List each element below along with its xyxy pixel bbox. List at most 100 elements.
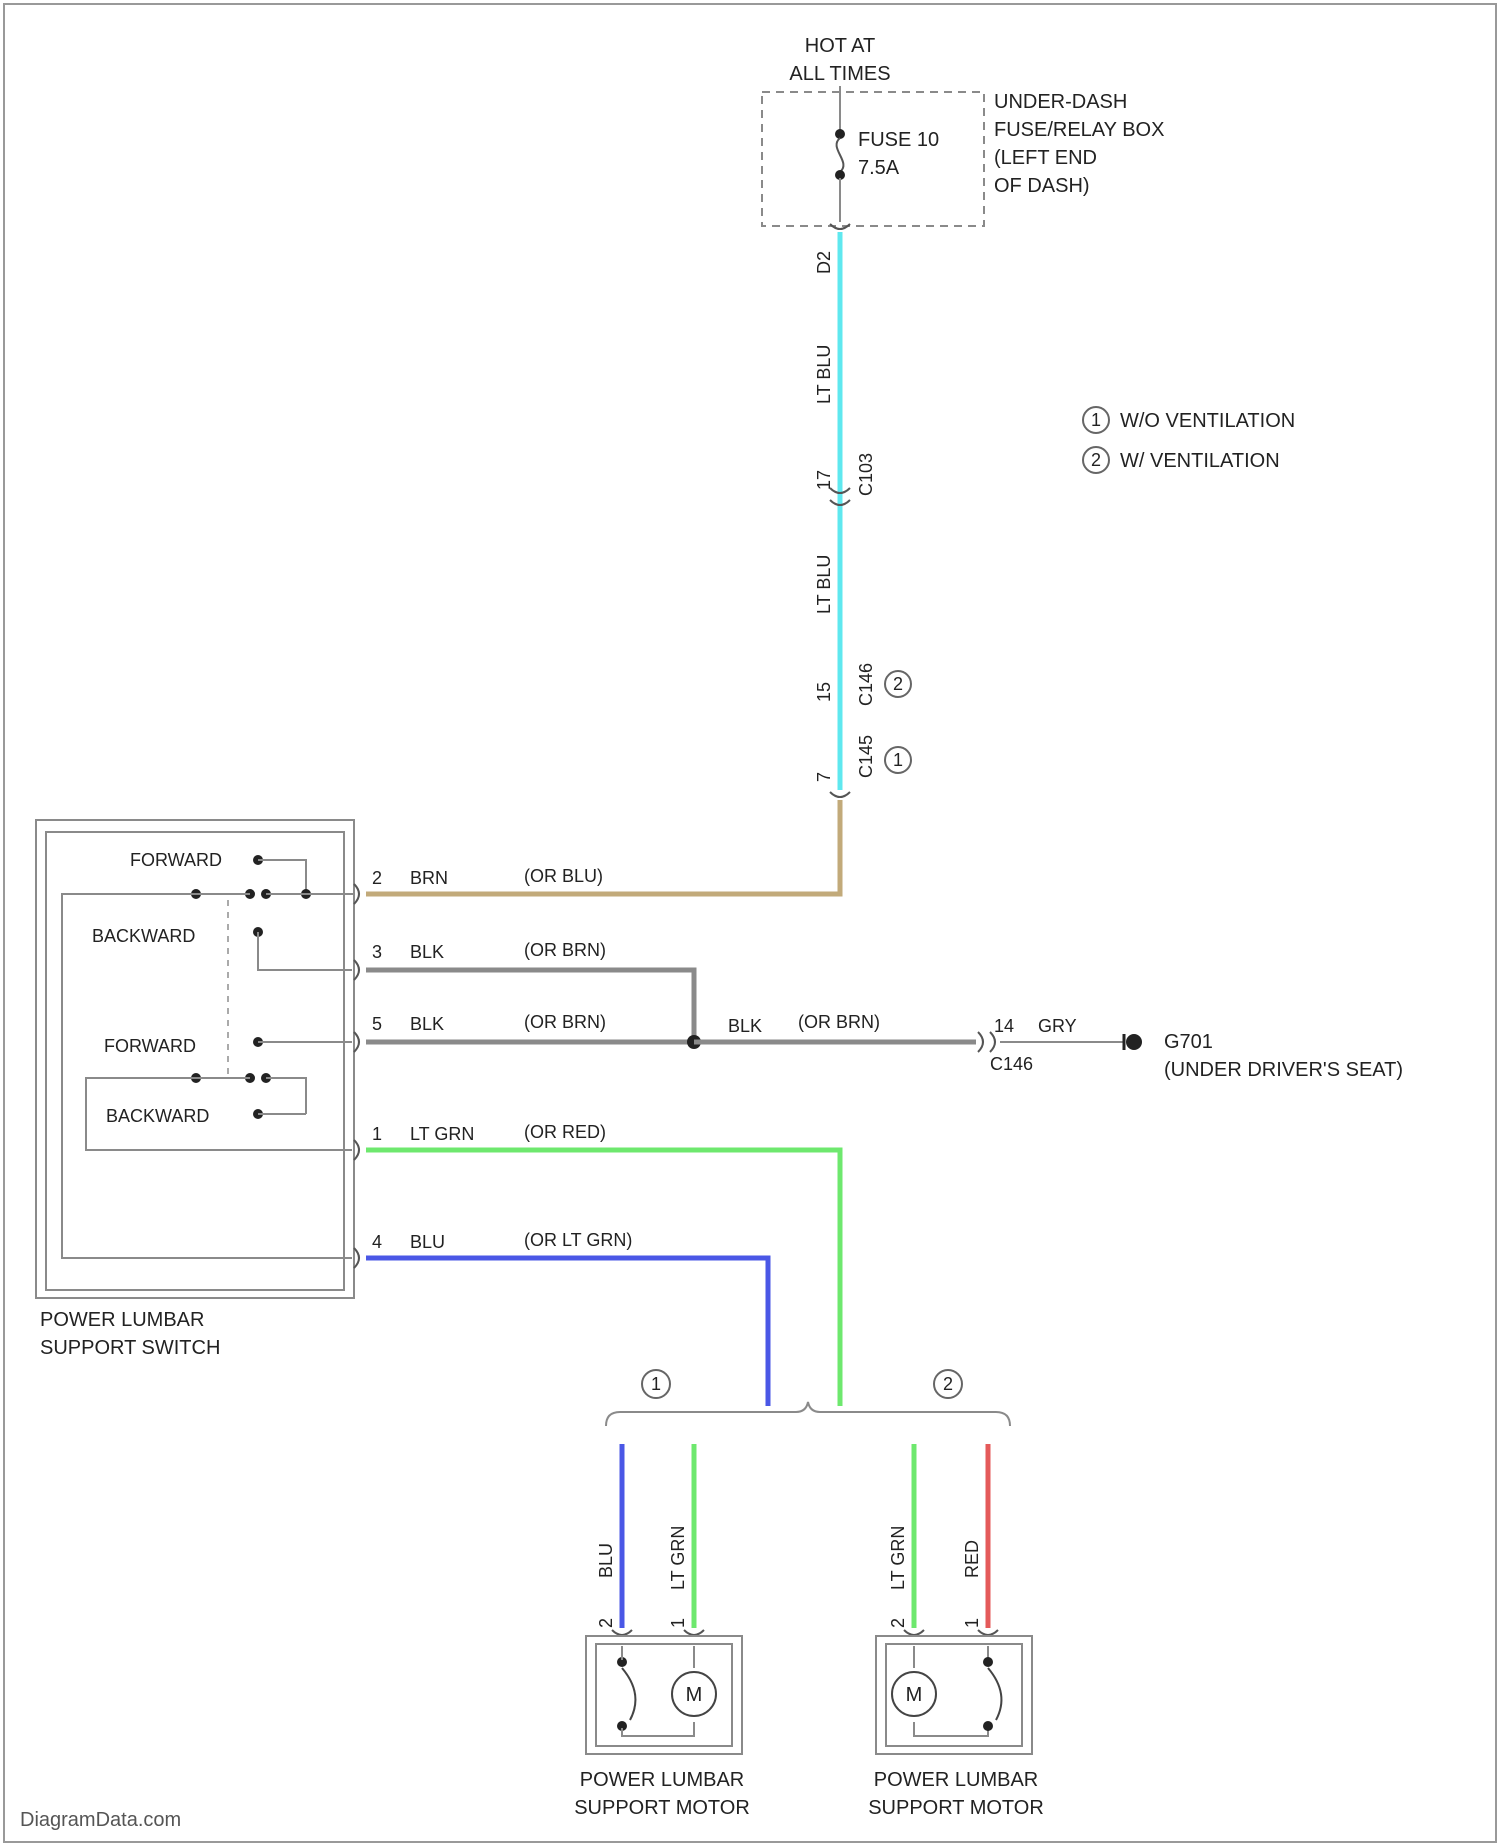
fuse-name: FUSE 10: [858, 129, 939, 151]
motor2-right-pin: 1: [962, 1618, 982, 1628]
switch-forward-2: FORWARD: [104, 1036, 196, 1056]
switch-harness: 2 BRN (OR BLU) 3 BLK (OR BRN) 5 BLK (OR …: [354, 800, 1403, 1406]
lumbar-switch: POWER LUMBAR SUPPORT SWITCH FORWARD BACK…: [36, 820, 354, 1359]
wire5-alt: (OR BRN): [524, 1012, 606, 1032]
wire2-pin: 2: [372, 868, 382, 888]
fuse-box-label-line2: FUSE/RELAY BOX: [994, 119, 1164, 141]
motor2-inner-return: [914, 1722, 988, 1736]
c146-pin: 15: [814, 682, 834, 702]
wire3-color: BLK: [410, 942, 444, 962]
switch-inner-box: [46, 832, 344, 1290]
motor2-left-color: LT GRN: [888, 1526, 908, 1590]
c145-pin: 7: [814, 772, 834, 782]
c145-name: C145: [856, 735, 876, 778]
c145-variant: 1: [893, 750, 903, 770]
wire-blu-pin4: [366, 1258, 768, 1406]
ground-wire-alt: (OR BRN): [798, 1012, 880, 1032]
motor2-right-color: RED: [962, 1540, 982, 1578]
legend-text-1: W/O VENTILATION: [1120, 410, 1295, 432]
ground-location: (UNDER DRIVER'S SEAT): [1164, 1059, 1403, 1081]
wire4-alt: (OR LT GRN): [524, 1230, 632, 1250]
hot-label-line1: HOT AT: [805, 35, 875, 57]
wire1-alt: (OR RED): [524, 1122, 606, 1142]
motor2-limit-top-contact: [983, 1657, 993, 1667]
wire4-pin: 4: [372, 1232, 382, 1252]
motor1-box-inner: [596, 1644, 732, 1746]
motor1-connector: [612, 1630, 704, 1635]
variant-num-2: 2: [943, 1374, 953, 1394]
motor1-right-color: LT GRN: [668, 1526, 688, 1590]
motor2-label-line1: POWER LUMBAR: [874, 1769, 1038, 1791]
switch-upper-left-rail: [62, 894, 352, 1258]
ground-point-icon: [1126, 1034, 1142, 1050]
switch-upper-common: [258, 860, 306, 894]
ground-connector: C146: [990, 1054, 1033, 1074]
fuse-box-pin: D2: [814, 251, 834, 274]
wire1-color: LT GRN: [410, 1124, 474, 1144]
fuse-symbol: [837, 138, 844, 172]
wire2-color: BRN: [410, 868, 448, 888]
switch-backward-1: BACKWARD: [92, 926, 195, 946]
diagram-frame: [4, 4, 1496, 1842]
ground-name: G701: [1164, 1031, 1213, 1053]
c103-pin: 17: [814, 470, 834, 490]
wire5-pin: 5: [372, 1014, 382, 1034]
motor1-left-pin: 2: [596, 1618, 616, 1628]
motor2-limit-switch: [988, 1668, 1001, 1720]
fuse-box-label-line1: UNDER-DASH: [994, 91, 1127, 113]
motor1-symbol: M: [686, 1684, 703, 1706]
motor1-label-line1: POWER LUMBAR: [580, 1769, 744, 1791]
fuse-box-label-line3: (LEFT END: [994, 147, 1097, 169]
switch-forward-1: FORWARD: [130, 850, 222, 870]
feed-wire1-color: LT BLU: [814, 345, 834, 404]
variant-brace: [606, 1402, 1010, 1426]
wire3-alt: (OR BRN): [524, 940, 606, 960]
variant-bracket: 1 2: [606, 1370, 1010, 1426]
wire2-alt: (OR BLU): [524, 866, 603, 886]
wire1-pin: 1: [372, 1124, 382, 1144]
c103-name: C103: [856, 453, 876, 496]
motor2-connector: [904, 1630, 998, 1635]
legend-text-2: W/ VENTILATION: [1120, 450, 1280, 472]
power-source: HOT AT ALL TIMES FUSE 10 7.5A UNDER-DASH…: [762, 35, 1164, 274]
switch-backward-2: BACKWARD: [106, 1106, 209, 1126]
motor1-left-color: BLU: [596, 1543, 616, 1578]
c146-ground-connector: [978, 1032, 995, 1052]
legend: 1 W/O VENTILATION 2 W/ VENTILATION: [1083, 407, 1295, 473]
ground-pin: 14: [994, 1016, 1014, 1036]
switch-label-line2: SUPPORT SWITCH: [40, 1337, 220, 1359]
legend-num-1: 1: [1091, 410, 1101, 430]
c146-name: C146: [856, 663, 876, 706]
fuse-terminal-top: [835, 129, 845, 139]
motor2-limit-bottom-contact: [983, 1721, 993, 1731]
wire3-pin: 3: [372, 942, 382, 962]
switch-label-line1: POWER LUMBAR: [40, 1309, 204, 1331]
legend-num-2: 2: [1091, 450, 1101, 470]
fuse-rating: 7.5A: [858, 157, 900, 179]
motor1-inner-return: [622, 1722, 694, 1736]
fuse-box-connector: [830, 224, 850, 229]
watermark: DiagramData.com: [20, 1809, 181, 1831]
wire5-color: BLK: [410, 1014, 444, 1034]
motor2-symbol: M: [906, 1684, 923, 1706]
feed-wire2-color: LT BLU: [814, 555, 834, 614]
feed-circuit: LT BLU 17 C103 LT BLU 15 C146 2 7 C145 1: [814, 232, 911, 797]
motor1-label-line2: SUPPORT MOTOR: [574, 1797, 750, 1819]
switch-lower-right-rail: [266, 1078, 306, 1114]
variant-num-1: 1: [651, 1374, 661, 1394]
hot-label-line2: ALL TIMES: [789, 63, 890, 85]
wire4-color: BLU: [410, 1232, 445, 1252]
motor1-limit-switch: [622, 1668, 635, 1720]
fuse-box-label-line4: OF DASH): [994, 175, 1090, 197]
ground-gry: GRY: [1038, 1016, 1077, 1036]
c145-connector: [830, 792, 850, 797]
motor1-right-pin: 1: [668, 1618, 688, 1628]
motor2-label-line2: SUPPORT MOTOR: [868, 1797, 1044, 1819]
ground-wire-color: BLK: [728, 1016, 762, 1036]
lumbar-motor-2: LT GRN RED 2 1 M POWER LUMBAR SUPPORT MO…: [868, 1444, 1044, 1819]
lumbar-motor-1: BLU LT GRN 2 1 M POWER LUMBAR SUPPORT MO…: [574, 1444, 750, 1819]
switch-backward-1-lead: [258, 932, 352, 970]
c146-variant: 2: [893, 674, 903, 694]
motor2-left-pin: 2: [888, 1618, 908, 1628]
